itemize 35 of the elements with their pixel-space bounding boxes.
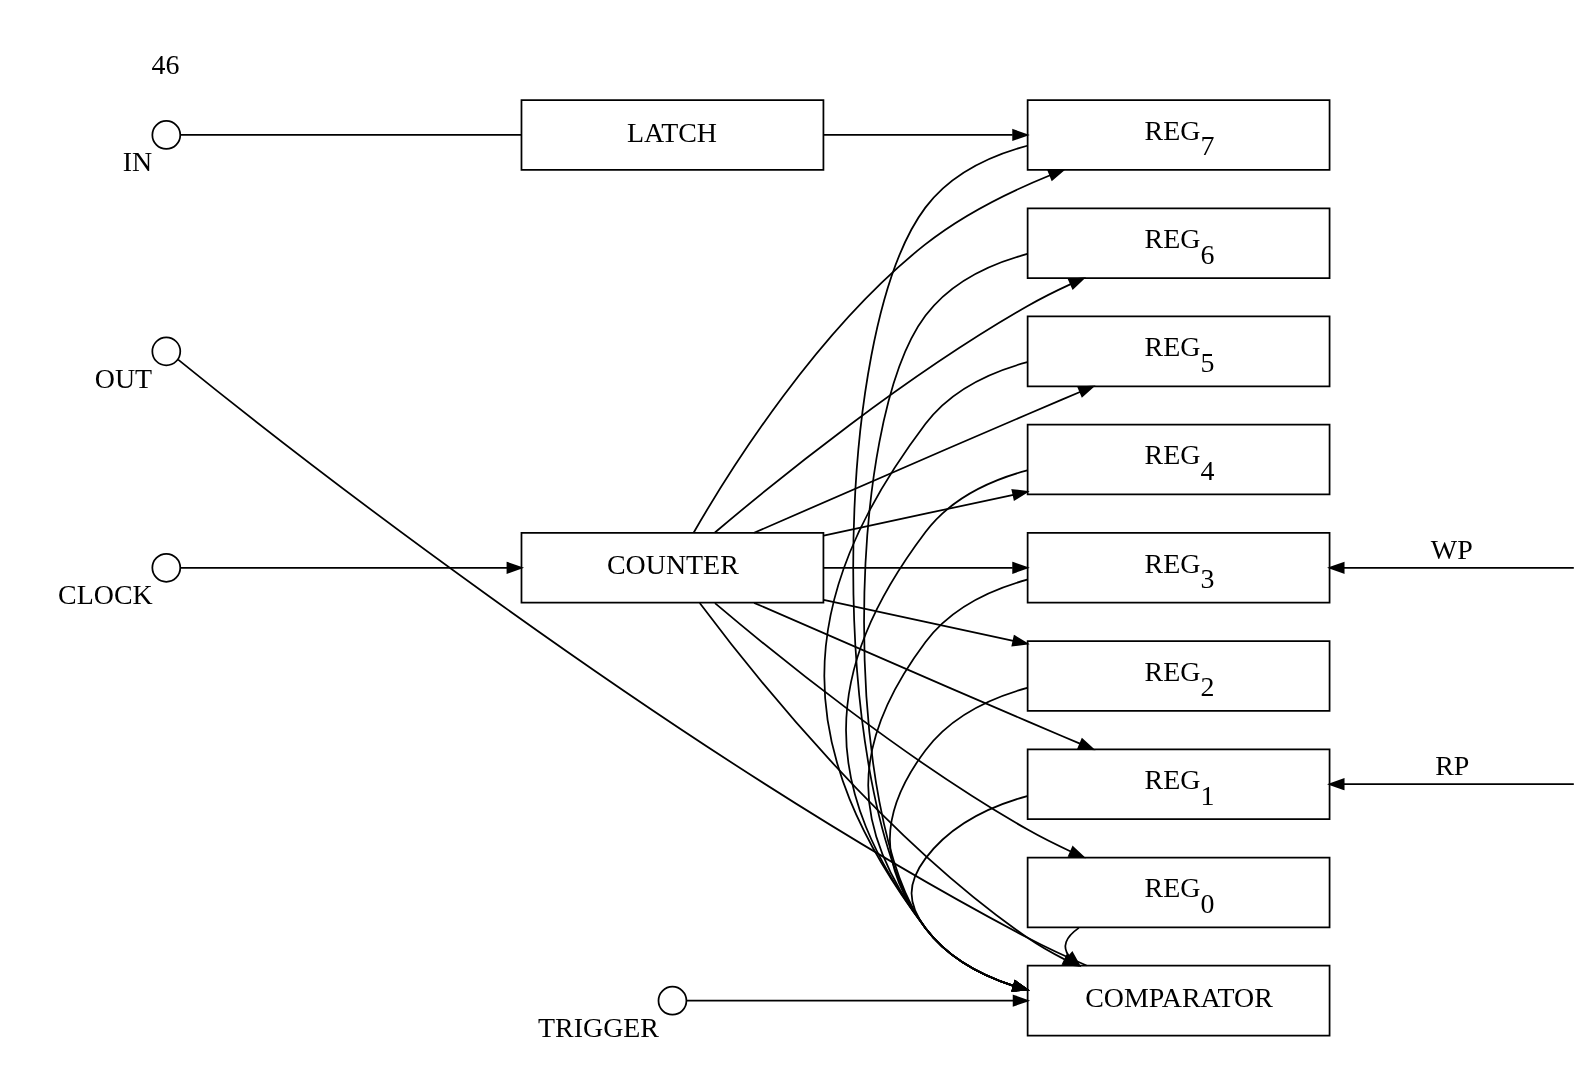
node-circle [151,336,182,367]
edge-label: WP [1430,533,1473,565]
arrow [1327,561,1575,574]
arrow [852,144,1030,992]
connector [179,134,523,136]
node-label: IN [122,146,153,178]
node-circle [151,552,182,583]
node-label: OUT [94,362,153,394]
arrow [685,994,1031,1007]
arrow [822,599,1030,647]
arrow [179,561,525,574]
edge-label: RP [1435,750,1470,782]
arrow [822,488,1030,537]
arrow [823,361,1030,992]
arrow [889,687,1030,992]
arrow [867,578,1030,992]
node-box: COMPARATOR [1026,964,1331,1037]
node-box: COUNTER [520,532,825,604]
node-label: TRIGGER [538,1011,659,1043]
arrow [714,277,1087,534]
arrow [692,169,1066,534]
node-box: LATCH [520,99,825,171]
label: 46 [151,48,180,80]
arrow [822,561,1030,574]
arrow [1327,778,1575,791]
node-label: CLOCK [58,579,153,611]
arrow [753,385,1096,534]
arrow [863,253,1030,992]
arrow [753,601,1096,751]
arrow [910,795,1030,992]
node-circle [151,120,182,150]
arrow [822,128,1030,142]
arrow [714,602,1087,859]
arrow [845,469,1030,992]
node-circle [657,985,688,1016]
